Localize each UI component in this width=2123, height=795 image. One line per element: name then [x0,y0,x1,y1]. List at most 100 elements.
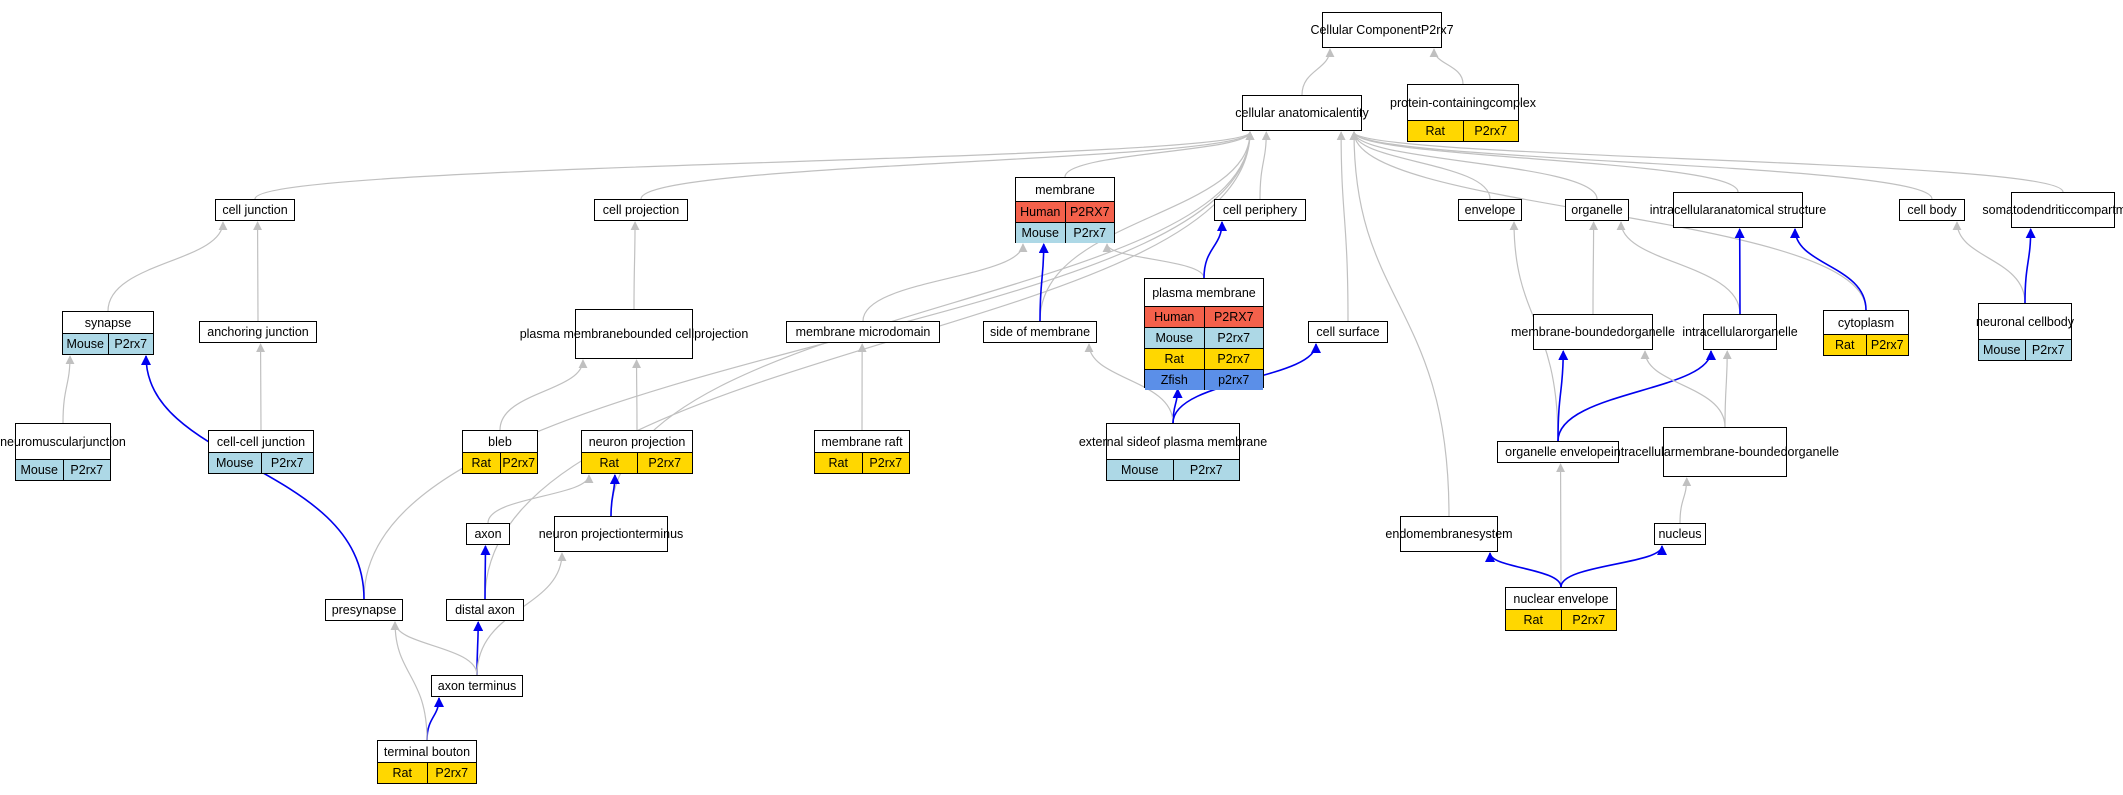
species-cell: Mouse [1982,343,2021,357]
is-a-edge [1589,221,1599,315]
species-cell: Mouse [20,463,59,477]
go-term-node[interactable]: axon [466,523,510,545]
part-of-edge [1203,221,1227,279]
go-term-label-line: body [2046,314,2074,329]
go-term-label-line: cell-cell junction [216,434,306,449]
species-annotation-row: Rat P2rx7 [582,452,692,473]
is-a-edge [1102,243,1205,279]
go-term-label-line: anchoring junction [207,324,309,339]
go-term-label-line: envelope [1464,202,1516,217]
is-a-edge [1952,221,2026,304]
go-term-label: nucleus [1655,524,1705,543]
go-term-label: cell body [1900,200,1964,219]
go-term-node[interactable]: membrane microdomain [786,321,940,343]
go-term-node[interactable]: nucleus [1654,523,1706,545]
go-term-label: membrane microdomain [787,322,939,341]
part-of-edge [1557,350,1716,442]
species-cell: Rat [599,456,619,470]
part-of-edge [1485,552,1562,588]
go-term-label-line: organelle [1746,324,1798,339]
go-term-label-line: compartment [2070,202,2123,217]
go-term-node[interactable]: somatodendriticcompartment [1982,192,2123,228]
go-term-label-line: neuron projection [588,434,686,449]
gene-cell: P2rx7 [1172,460,1240,480]
go-term-label: membrane raft [815,431,909,452]
part-of-edge [2024,228,2036,304]
go-term-label-line: organelle [1571,202,1623,217]
go-term-node[interactable]: cell surface [1308,321,1388,343]
go-term-label-line: nucleus [1658,526,1702,541]
go-term-label: terminal bouton [378,741,476,762]
go-term-node[interactable]: organelle [1565,199,1629,221]
go-term-node[interactable]: presynapse [325,599,403,621]
go-term-label-line: junction [82,434,126,449]
is-a-edge [62,355,75,424]
go-term-node[interactable]: distal axon [446,599,524,621]
is-a-edge [640,131,1255,200]
go-term-label-line: intracellular [1611,444,1675,459]
is-a-edge [1349,131,1450,517]
go-term-label-line: Cellular Component [1310,22,1421,37]
is-a-edge [1084,343,1174,424]
go-term-label-line: intracellular [1649,202,1714,217]
go-term-label-line: anatomical structure [1713,202,1827,217]
go-term-label-line: nuclear envelope [1513,591,1609,606]
is-a-edge [1429,48,1464,85]
go-term-label: cell junction [216,200,294,219]
go-term-node[interactable]: axon terminus [431,675,523,697]
part-of-edge [1038,243,1049,322]
go-term-label-line: cell body [1907,202,1957,217]
gene-cell: P2rx7 [636,453,693,473]
go-term-label-line: entity [1338,105,1369,120]
go-term-label: plasma membrane [1145,279,1263,306]
go-term-node[interactable]: cell periphery [1214,199,1306,221]
go-term-label: organelle [1566,200,1628,219]
go-term-label-line: bounded cell [623,326,695,341]
go-term-node[interactable]: anchoring junction [199,321,317,343]
gene-cell: P2rx7 [1064,223,1115,243]
go-term-node[interactable]: envelope [1458,199,1522,221]
go-term-node[interactable]: cell body [1899,199,1965,221]
species-cell: Zfish [1160,373,1188,387]
go-term-node[interactable]: side of membrane [983,321,1097,343]
go-term-node[interactable]: cell projection [594,199,688,221]
go-term-label-line: terminal bouton [383,744,471,759]
is-a-edge [1064,131,1255,178]
go-term-node[interactable]: cell junction [215,199,295,221]
part-of-edge [1790,228,1867,311]
gene-cell: P2RX7 [1064,202,1115,222]
go-term-label: membrane [1016,178,1114,201]
gene-cell: p2rx7 [1203,370,1264,390]
go-term-label-line: membrane-bounded [1674,444,1788,459]
go-term-node[interactable]: organelle envelope [1497,441,1619,463]
